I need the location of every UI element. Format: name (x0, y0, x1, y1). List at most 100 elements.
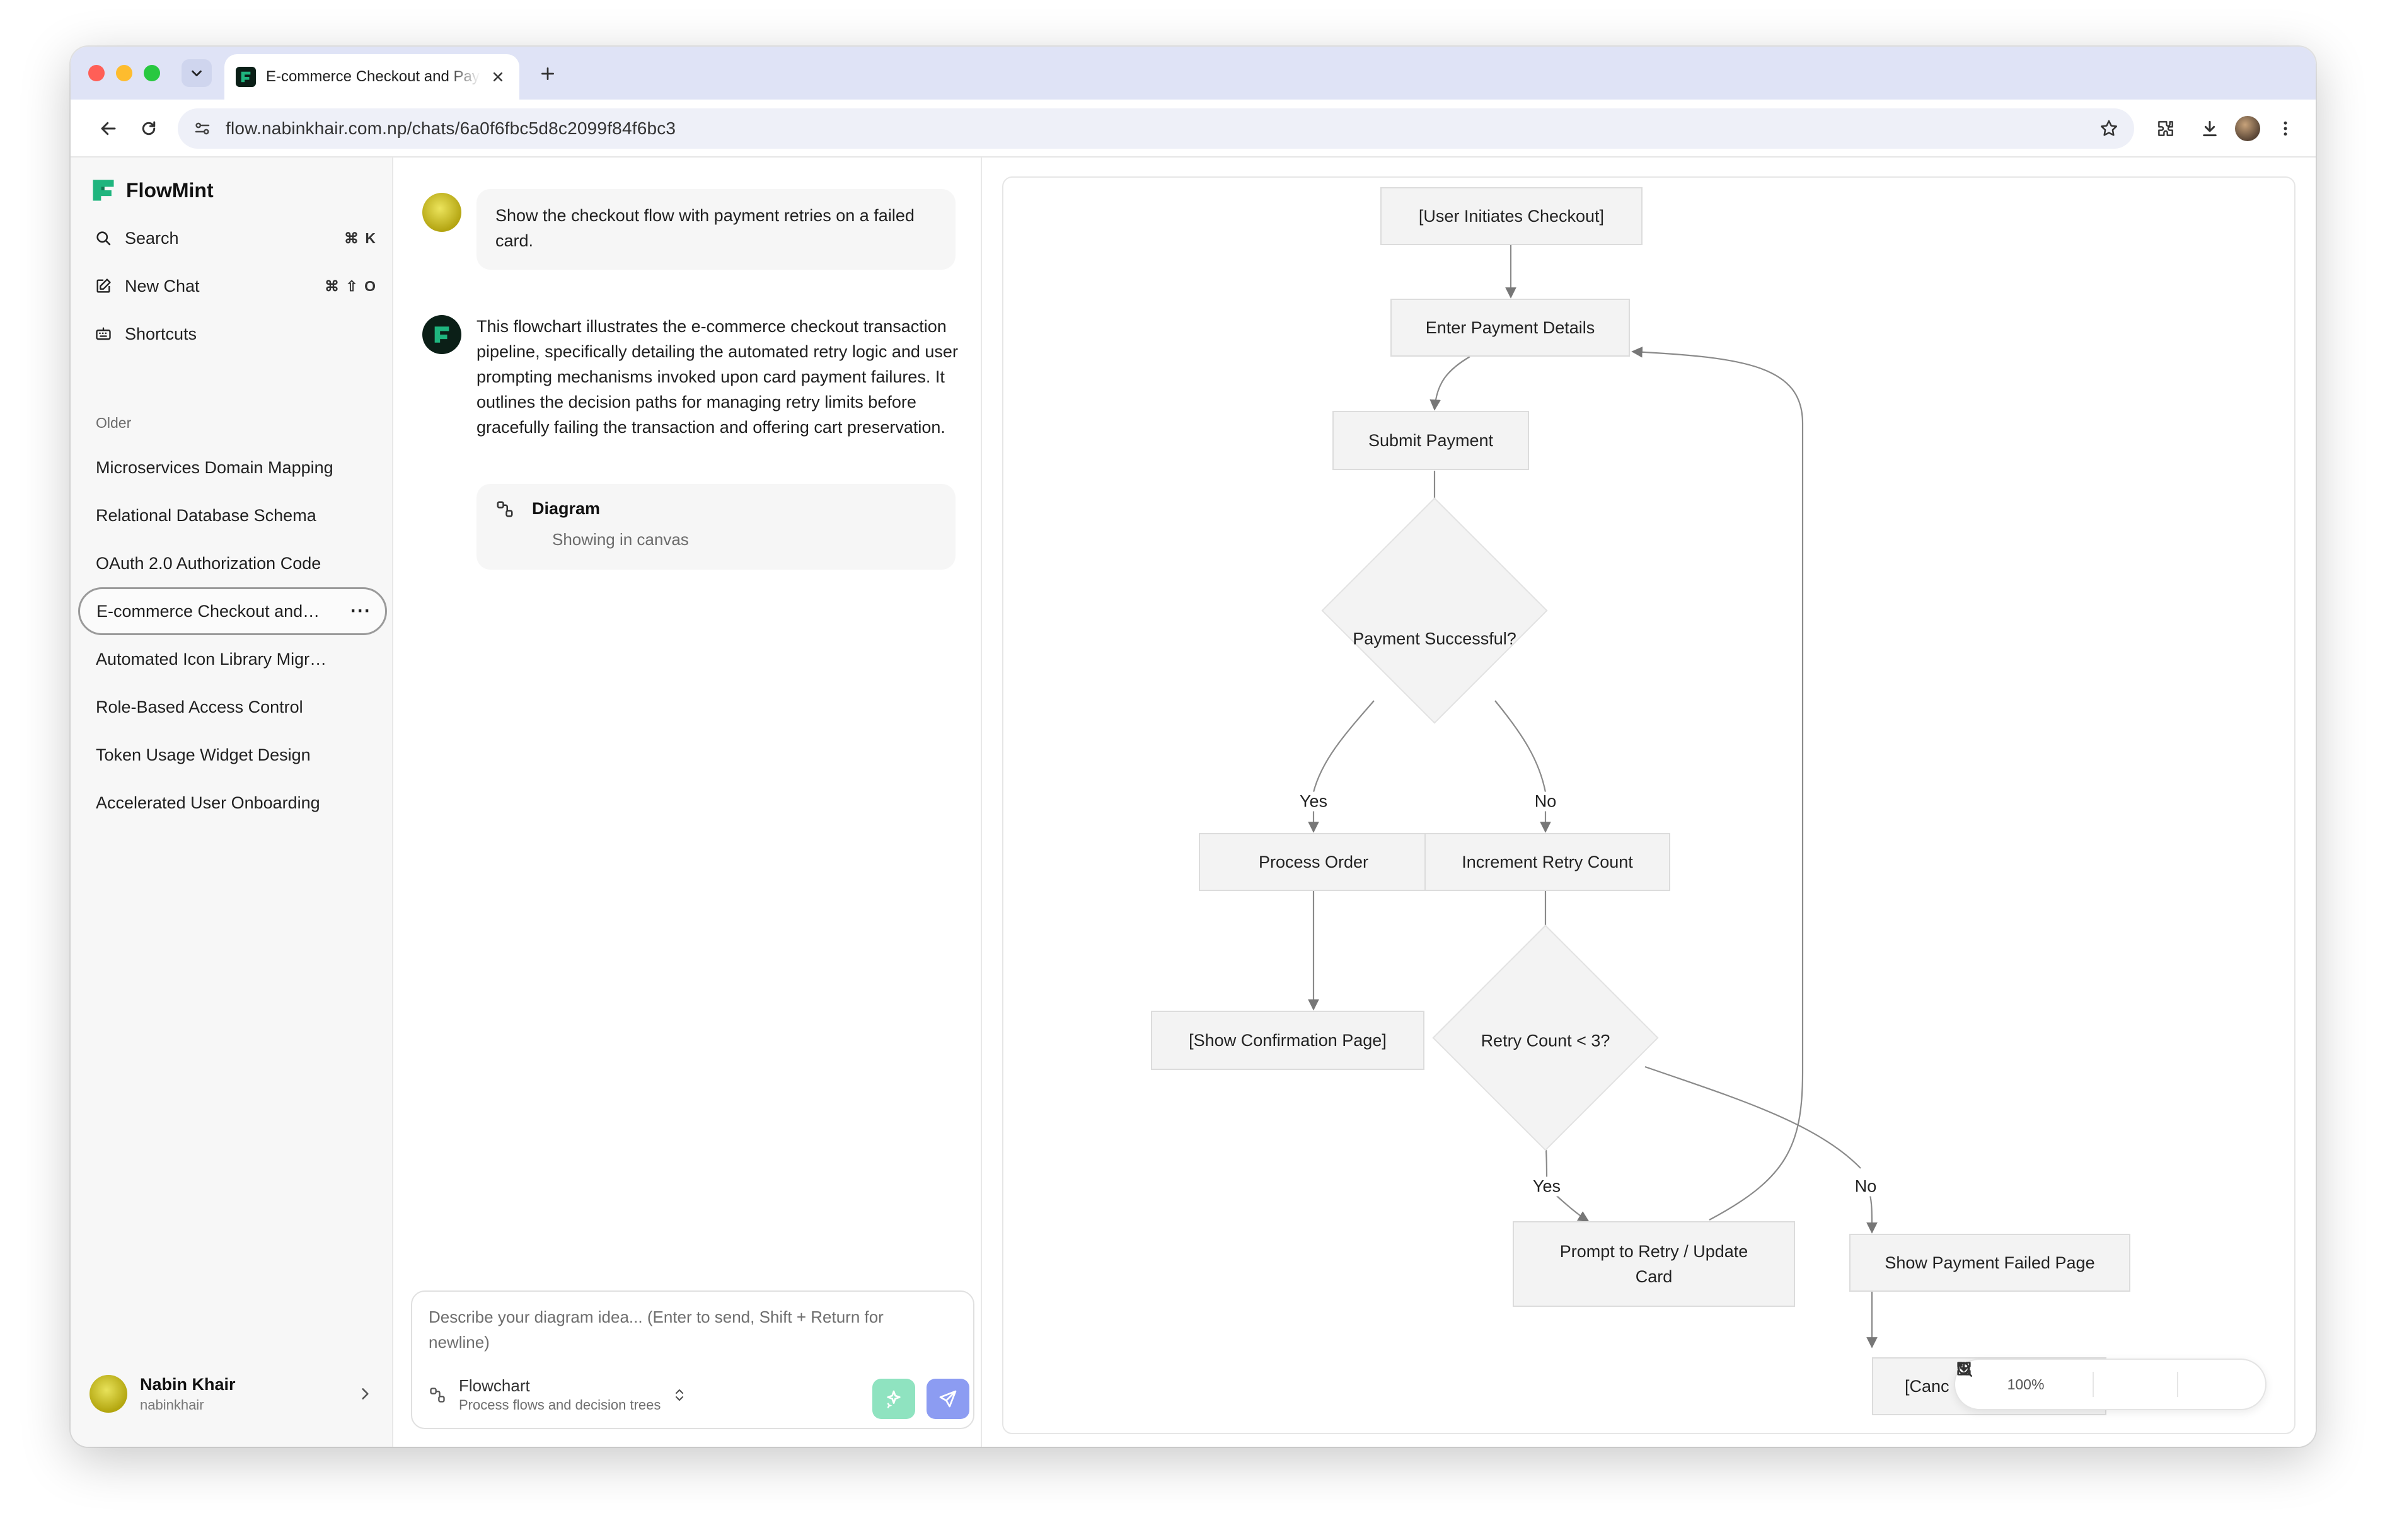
browser-tab-active[interactable]: E-commerce Checkout and Payment (224, 54, 519, 100)
send-icon (939, 1390, 957, 1408)
canvas-panel: [User Initiates Checkout] Enter Payment … (982, 158, 2316, 1447)
new-tab-button[interactable] (534, 60, 561, 87)
edge-success-no (1494, 700, 1547, 793)
edge-no-failed (1866, 1192, 1878, 1234)
more-options-icon[interactable]: ··· (350, 600, 371, 621)
edge-retry-no (1644, 1066, 1861, 1169)
history-item[interactable]: OAuth 2.0 Authorization Code (96, 553, 321, 573)
user-name: Nabin Khair (140, 1374, 236, 1394)
mode-description: Process flows and decision trees (459, 1397, 661, 1413)
user-handle: nabinkhair (140, 1396, 204, 1413)
flowmint-favicon (236, 67, 256, 87)
user-profile[interactable]: Nabin Khair nabinkhair (90, 1369, 379, 1419)
assistant-message: This flowchart illustrates the e-commerc… (476, 317, 958, 437)
history-item[interactable]: Role-Based Access Control (96, 697, 303, 716)
puzzle-icon (2158, 121, 2173, 136)
reload-button[interactable] (134, 113, 164, 144)
node-show-confirmation[interactable]: [Show Confirmation Page] (1151, 1011, 1424, 1070)
tab-search-button[interactable] (182, 59, 212, 87)
zoom-toolbar: 100% (1954, 1359, 2267, 1410)
browser-menu-button[interactable] (2270, 113, 2301, 144)
diagram-icon (430, 1387, 445, 1403)
minimize-window-button[interactable] (116, 65, 132, 81)
composer-input[interactable]: Describe your diagram idea... (Enter to … (429, 1307, 884, 1352)
kebab-menu-icon (2284, 121, 2287, 136)
tab-close-icon[interactable] (488, 67, 508, 87)
chevron-right-icon (362, 1388, 369, 1399)
diagram-mode-selector[interactable]: Flowchart Process flows and decision tre… (429, 1376, 687, 1413)
edge-enter-submit (1429, 356, 1470, 411)
sidebar-new-chat[interactable]: New Chat ⌘ ⇧ O (93, 268, 377, 304)
sidebar-search[interactable]: Search ⌘ K (93, 221, 377, 256)
brand[interactable]: FlowMint (90, 176, 214, 204)
download-icon (1958, 1362, 1970, 1376)
diagram-artifact-card[interactable]: Diagram Showing in canvas (476, 484, 956, 570)
download-icon (2203, 120, 2217, 137)
edit-icon (93, 276, 113, 296)
maximize-window-button[interactable] (144, 65, 160, 81)
diagram-canvas[interactable]: [User Initiates Checkout] Enter Payment … (1002, 176, 2295, 1434)
zoom-level: 100% (2007, 1376, 2045, 1393)
history-item[interactable]: Relational Database Schema (96, 505, 316, 525)
profile-button[interactable] (2232, 113, 2263, 144)
edge-prompt-enter (1631, 346, 1804, 1221)
back-button[interactable] (93, 113, 124, 144)
node-start[interactable]: [User Initiates Checkout] (1380, 187, 1643, 245)
keyboard-icon (93, 324, 113, 344)
edge-label-yes: Yes (1296, 791, 1331, 812)
address-bar[interactable]: flow.nabinkhair.com.np/chats/6a0f6fbc5d8… (178, 108, 2134, 149)
close-window-button[interactable] (88, 65, 105, 81)
bookmark-star-icon[interactable] (2099, 118, 2119, 139)
flowmint-logo-icon (434, 326, 449, 343)
sidebar-shortcuts[interactable]: Shortcuts (93, 316, 377, 352)
app-root: FlowMint Search ⌘ K New Chat ⌘ ⇧ O Short… (71, 158, 2316, 1447)
flowmint-logo-icon (93, 180, 114, 201)
history-item[interactable]: Token Usage Widget Design (96, 745, 311, 764)
extensions-button[interactable] (2151, 113, 2181, 144)
browser-toolbar: flow.nabinkhair.com.np/chats/6a0f6fbc5d8… (71, 100, 2316, 158)
chat-composer[interactable]: Describe your diagram idea... (Enter to … (411, 1290, 974, 1429)
diagram-icon (497, 501, 513, 517)
site-settings-icon[interactable] (193, 119, 212, 138)
history-item[interactable]: Accelerated User Onboarding (96, 793, 320, 812)
history-section-label: Older (96, 415, 132, 431)
node-prompt-retry[interactable]: Prompt to Retry / Update Card (1513, 1221, 1795, 1307)
chevron-up-down-icon (676, 1389, 684, 1401)
node-payment-successful-label: Payment Successful? (1353, 629, 1516, 648)
edge-label-no: No (1852, 1176, 1880, 1197)
reload-icon (142, 121, 156, 135)
node-submit-payment[interactable]: Submit Payment (1332, 411, 1529, 470)
brand-name: FlowMint (126, 178, 214, 202)
send-button[interactable] (927, 1379, 969, 1419)
chevron-down-icon (192, 70, 202, 77)
fit-view-button[interactable] (1957, 1362, 2129, 1398)
node-process-order[interactable]: Process Order (1199, 833, 1428, 891)
node-increment-retry[interactable]: Increment Retry Count (1424, 833, 1670, 891)
reset-view-button[interactable] (1958, 1362, 2169, 1398)
history-item[interactable]: Microservices Domain Mapping (96, 457, 333, 477)
tab-title: E-commerce Checkout and Payment (266, 68, 480, 85)
node-payment-failed[interactable]: Show Payment Failed Page (1849, 1234, 2130, 1292)
search-shortcut: ⌘ K (344, 229, 377, 246)
export-button[interactable] (1958, 1362, 2214, 1398)
zoom-in-button[interactable] (1957, 1362, 2085, 1398)
edge-label-no: No (1532, 791, 1559, 812)
tab-strip: E-commerce Checkout and Payment (71, 47, 2316, 100)
downloads-button[interactable] (2195, 113, 2225, 144)
history-item[interactable]: Automated Icon Library Migration (96, 649, 335, 669)
user-avatar (90, 1375, 127, 1413)
browser-window: E-commerce Checkout and Payment flow.nab… (71, 47, 2316, 1447)
history-item-active[interactable]: E-commerce Checkout and Payment ··· (78, 587, 387, 635)
enhance-prompt-button[interactable] (872, 1379, 915, 1419)
arrow-left-icon (101, 122, 116, 135)
assistant-avatar (422, 315, 461, 354)
sidebar-search-label: Search (125, 228, 179, 248)
profile-avatar (2235, 116, 2260, 141)
sparkles-icon (887, 1390, 901, 1409)
edge-success-yes (1312, 700, 1375, 793)
node-enter-payment[interactable]: Enter Payment Details (1390, 299, 1630, 357)
mode-name: Flowchart (459, 1376, 530, 1395)
new-chat-shortcut: ⌘ ⇧ O (325, 277, 377, 294)
user-message: Show the checkout flow with payment retr… (476, 189, 956, 270)
search-icon (93, 228, 113, 248)
